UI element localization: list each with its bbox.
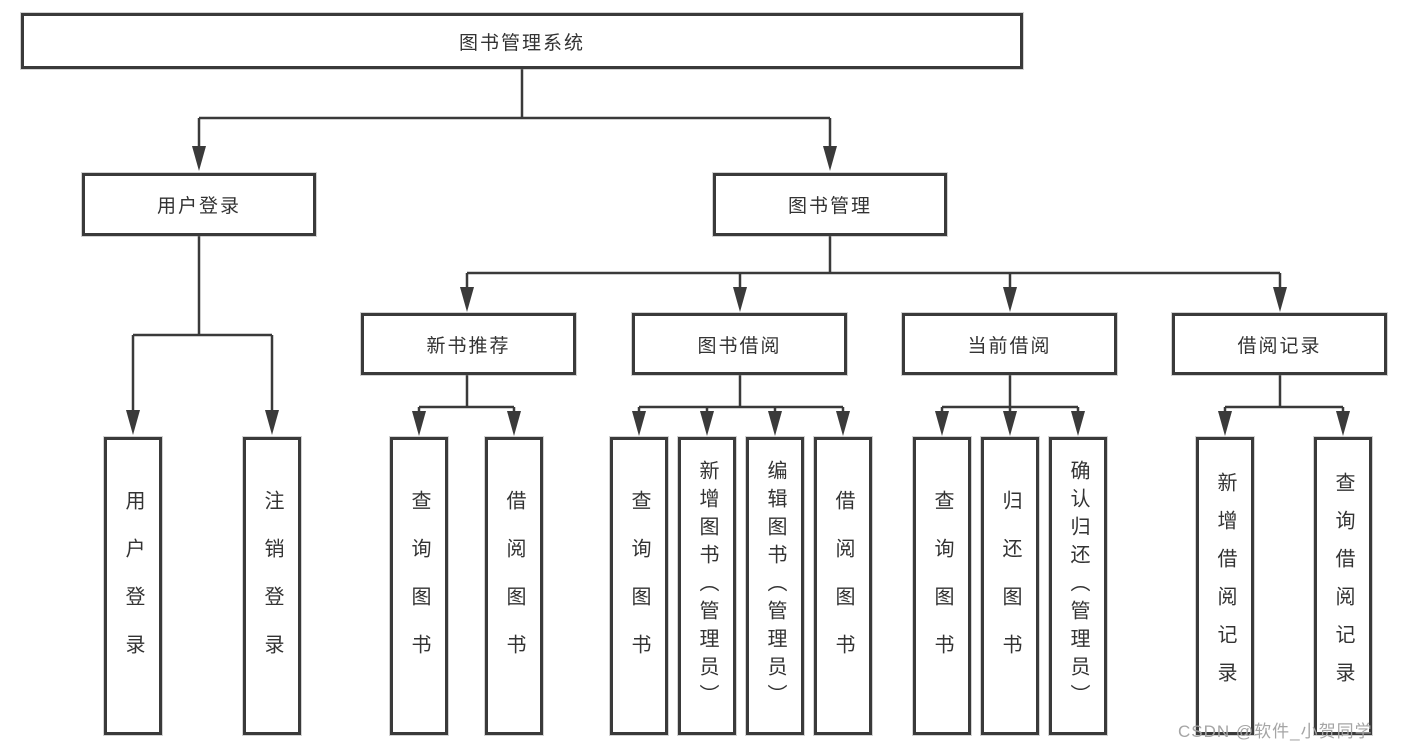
leaf-edit-books-admin: 编辑图书（管理员） [746, 437, 804, 735]
node-current-borrow: 当前借阅 [902, 313, 1117, 375]
leaf-return-books: 归还图书 [981, 437, 1039, 735]
node-label: 查询图书 [628, 490, 650, 682]
leaf-query-borrow-record: 查询借阅记录 [1314, 437, 1372, 735]
arrow-down-icon [823, 146, 837, 171]
arrow-down-icon [1218, 411, 1232, 436]
arrow-down-icon [1273, 287, 1287, 312]
arrow-down-icon [733, 287, 747, 312]
node-label: 查询借阅记录 [1332, 472, 1354, 700]
arrow-down-icon [412, 411, 426, 436]
node-label: 新书推荐 [426, 335, 511, 357]
node-label: 图书借阅 [697, 335, 782, 357]
arrow-down-icon [126, 410, 140, 435]
node-label: 用户登录 [156, 196, 241, 217]
arrow-down-icon [836, 411, 850, 436]
arrow-down-icon [192, 146, 206, 171]
arrow-down-icon [935, 411, 949, 436]
arrow-down-icon [1003, 287, 1017, 312]
leaf-logout: 注销登录 [243, 437, 301, 735]
node-label: 查询图书 [931, 490, 953, 682]
node-label: 新增借阅记录 [1214, 472, 1236, 700]
node-label: 注销登录 [261, 490, 283, 682]
node-label: 新增图书（管理员） [696, 460, 718, 712]
node-label: 图书管理 [787, 196, 872, 217]
node-label: 借阅图书 [503, 490, 525, 682]
node-label: 借阅记录 [1237, 335, 1322, 357]
arrow-down-icon [265, 410, 279, 435]
node-library-management-system: 图书管理系统 [21, 13, 1023, 69]
leaf-borrow-books-recommend: 借阅图书 [485, 437, 543, 735]
arrow-down-icon [1336, 411, 1350, 436]
arrowhead-group [126, 146, 1350, 436]
arrow-down-icon [1071, 411, 1085, 436]
watermark: CSDN @软件_小贺同学 [1178, 722, 1373, 741]
node-label: 确认归还（管理员） [1067, 460, 1089, 712]
node-label: 归还图书 [999, 490, 1021, 682]
arrow-down-icon [507, 411, 521, 436]
arrow-down-icon [1003, 411, 1017, 436]
arrow-down-icon [460, 287, 474, 312]
node-book-borrow: 图书借阅 [632, 313, 847, 375]
arrow-down-icon [700, 411, 714, 436]
leaf-query-books-current: 查询图书 [913, 437, 971, 735]
node-user-login: 用户登录 [82, 173, 316, 236]
leaf-user-login: 用户登录 [104, 437, 162, 735]
node-new-book-recommend: 新书推荐 [361, 313, 576, 375]
arrow-down-icon [632, 411, 646, 436]
node-book-management: 图书管理 [713, 173, 947, 236]
node-label: 当前借阅 [967, 335, 1052, 357]
leaf-add-borrow-record: 新增借阅记录 [1196, 437, 1254, 735]
node-label: 查询图书 [408, 490, 430, 682]
leaf-query-books-borrow: 查询图书 [610, 437, 668, 735]
leaf-add-books-admin: 新增图书（管理员） [678, 437, 736, 735]
node-label: 编辑图书（管理员） [764, 460, 786, 712]
node-label: 图书管理系统 [458, 32, 585, 54]
leaf-borrow-books: 借阅图书 [814, 437, 872, 735]
leaf-query-books-recommend: 查询图书 [390, 437, 448, 735]
node-label: 借阅图书 [832, 490, 854, 682]
arrow-down-icon [768, 411, 782, 436]
node-label: 用户登录 [122, 490, 144, 682]
leaf-confirm-return-admin: 确认归还（管理员） [1049, 437, 1107, 735]
node-borrow-records: 借阅记录 [1172, 313, 1387, 375]
